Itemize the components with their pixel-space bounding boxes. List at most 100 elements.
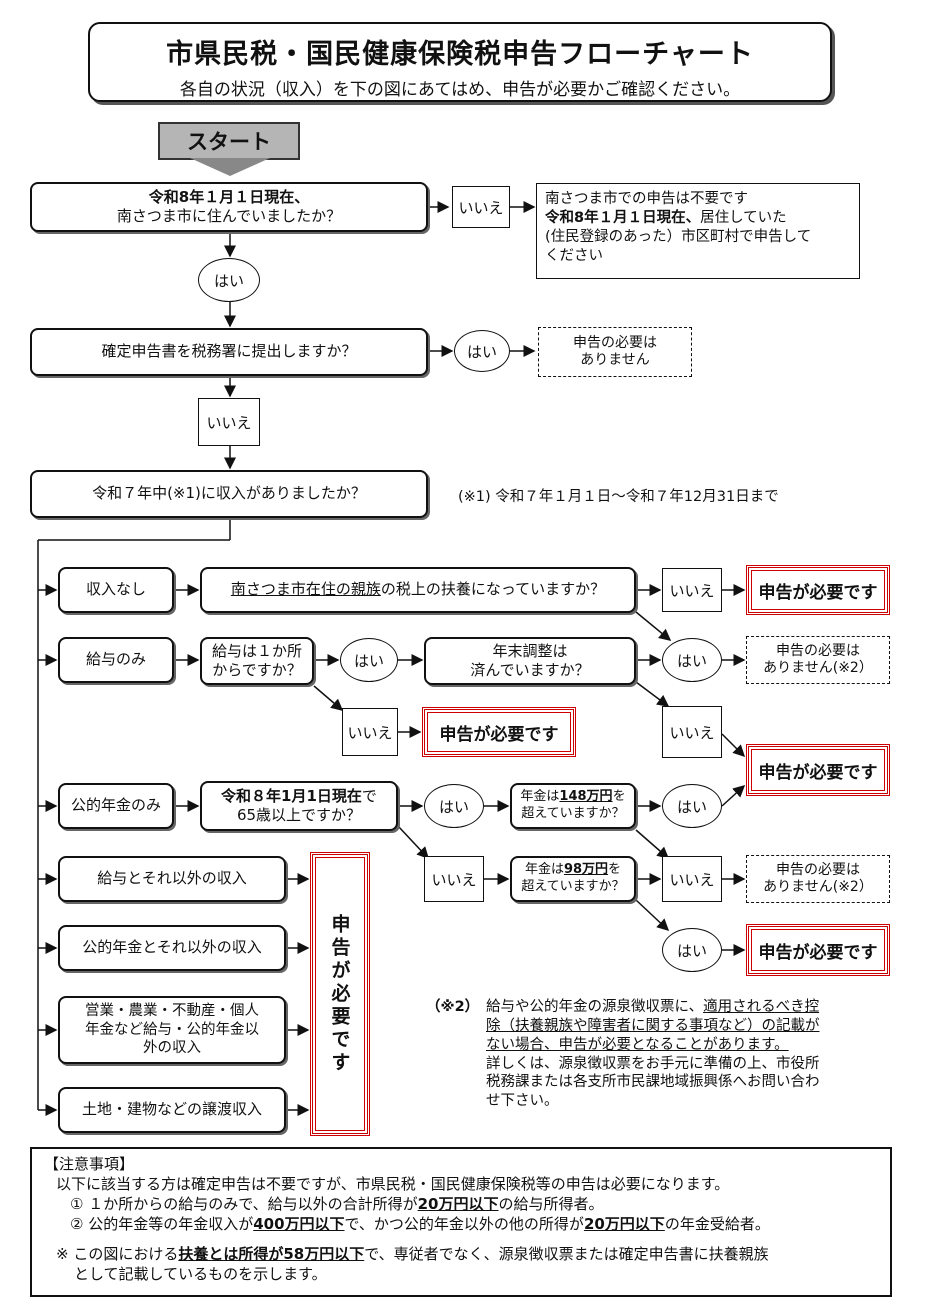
pension-148-yes-label: はい xyxy=(662,784,722,828)
caution-item-1: ① １か所からの給与のみで、給与以外の合計所得が20万円以下の給与所得者。 xyxy=(44,1195,878,1215)
caution-item-2: ② 公的年金等の年金収入が400万円以下で、かつ公的年金以外の他の所得が20万円… xyxy=(44,1215,878,1235)
note2-l1u: 適用されるべき控 xyxy=(703,999,820,1015)
q1-note-line3: (住民登録のあった）市区町村で申告して xyxy=(545,228,812,245)
caution-item1-u: 20万円以下 xyxy=(417,1194,499,1213)
pension-98-yes-label: はい xyxy=(662,928,722,972)
question-residence-line2: 南さつま市に住んでいましたか？ xyxy=(116,207,342,225)
caution-foot-u: 扶養とは所得が58万円以下 xyxy=(178,1244,365,1263)
caution-item2-pre: ② 公的年金等の年金収入が xyxy=(70,1214,254,1233)
year-end-line2: 済んでいますか？ xyxy=(470,661,590,679)
row-pension-only: 公的年金のみ xyxy=(58,783,174,829)
question-residence: 令和8年１月１日現在、 南さつま市に住んでいましたか？ xyxy=(30,182,428,232)
page-subtitle: 各自の状況（収入）を下の図にあてはめ、申告が必要かご確認ください。 xyxy=(179,80,741,100)
pension-no-label: いいえ xyxy=(662,856,722,902)
not-needed-2a-line2: ありません(※2） xyxy=(763,660,873,676)
must-file-vertical: 申告が必要です xyxy=(310,852,370,1136)
p98-amount: 98万円 xyxy=(563,862,609,878)
question-dependent-rest: の税上の扶養になっていますか？ xyxy=(380,580,606,599)
single-employer-line1: 給与は１か所 xyxy=(211,641,302,660)
age-65-line1-rest: で xyxy=(361,786,377,805)
must-file-vertical-text: 申告が必要です xyxy=(328,913,351,1075)
q1-note-line1: 南さつま市での申告は不要です xyxy=(545,191,748,207)
caution-item1-post: の給与所得者。 xyxy=(498,1194,604,1213)
question-dependent-underlined: 南さつま市在住の親族 xyxy=(230,580,381,599)
caution-item1-pre: ① １か所からの給与のみで、給与以外の合計所得が xyxy=(70,1194,418,1213)
note2-l6: せ下さい。 xyxy=(486,1093,559,1110)
not-needed-2a-line1: 申告の必要は xyxy=(776,642,860,659)
dependent-no-label: いいえ xyxy=(662,568,722,612)
note2-l3u: ない場合、申告が必要となることがあります。 xyxy=(486,1036,789,1053)
row-pension-and-other: 公的年金とそれ以外の収入 xyxy=(58,925,286,971)
note2-l4: 詳しくは、源泉徴収票をお手元に準備の上、市役所 xyxy=(486,1055,820,1072)
page-title: 市県民税・国民健康保険税申告フローチャート xyxy=(166,39,754,70)
p98-pre: 年金は xyxy=(524,862,564,878)
must-file-1: 申告が必要です xyxy=(746,565,890,615)
p98-post: を xyxy=(608,862,622,878)
row-salary-and-other: 給与とそれ以外の収入 xyxy=(58,856,286,902)
caution-header: 【注意事項】 xyxy=(44,1155,135,1173)
q1-no-label: いいえ xyxy=(452,186,510,228)
q1-note-line4: ください xyxy=(545,247,603,264)
must-file-4: 申告が必要です xyxy=(746,924,890,976)
row-no-income: 収入なし xyxy=(58,567,174,613)
single-employer-yes-label: はい xyxy=(340,638,398,682)
year-end-no-label: いいえ xyxy=(662,706,722,758)
question-pension-148: 年金は148万円を 超えていますか？ xyxy=(510,783,636,829)
caution-item2-mid: で、かつ公的年金以外の他の所得が xyxy=(344,1214,584,1233)
not-needed-2b: 申告の必要は ありません(※2） xyxy=(746,855,890,903)
row-land-transfer: 土地・建物などの譲渡収入 xyxy=(58,1087,286,1133)
q2-no-label: いいえ xyxy=(198,398,260,446)
question-tax-return: 確定申告書を税務署に提出しますか？ xyxy=(30,328,428,376)
question-income: 令和７年中(※1)に収入がありましたか？ xyxy=(30,470,428,518)
caution-box: 【注意事項】 以下に該当する方は確定申告は不要ですが、市県民税・国民健康保険税等… xyxy=(30,1147,892,1297)
age-65-line2: 65歳以上ですか？ xyxy=(236,806,362,824)
row-salary-only: 給与のみ xyxy=(58,637,174,683)
age-65-no-label: いいえ xyxy=(424,856,484,902)
q2-not-needed: 申告の必要は ありません xyxy=(538,327,692,377)
start-label: スタート xyxy=(158,122,300,160)
q2-not-needed-line2: ありません xyxy=(580,352,650,368)
note-1: (※1) 令和７年１月１日～令和７年12月31日まで xyxy=(458,489,779,505)
must-file-2: 申告が必要です xyxy=(422,707,576,757)
start-arrow xyxy=(190,158,270,176)
q1-no-result-note: 南さつま市での申告は不要です 令和8年１月１日現在、居住していた (住民登録のあ… xyxy=(536,183,860,279)
single-employer-line2: からですか？ xyxy=(212,661,302,679)
question-year-end-adjustment: 年末調整は 済んでいますか？ xyxy=(424,637,636,685)
caution-item2-u2: 20万円以下 xyxy=(583,1214,665,1233)
age-65-line1-bold: 令和８年1月1日現在 xyxy=(221,786,362,805)
q2-yes-label: はい xyxy=(454,330,510,372)
question-pension-98: 年金は98万円を 超えていますか？ xyxy=(510,856,636,902)
p148-amount: 148万円 xyxy=(559,789,613,805)
business-line1: 営業・農業・不動産・個人 xyxy=(85,1002,259,1019)
q1-note-line2-rest: 居住していた xyxy=(700,209,787,226)
age-65-yes-label: はい xyxy=(424,784,484,828)
question-dependent: 南さつま市在住の親族の税上の扶養になっていますか？ xyxy=(200,567,636,613)
title-box: 市県民税・国民健康保険税申告フローチャート 各自の状況（収入）を下の図にあてはめ… xyxy=(88,22,832,102)
caution-foot-pre: ※ この図における xyxy=(56,1244,179,1263)
question-residence-line1: 令和8年１月１日現在、 xyxy=(148,187,310,206)
dependent-or-adjusted-yes-label: はい xyxy=(662,638,722,682)
business-line2: 年金など給与・公的年金以 xyxy=(85,1021,259,1038)
note2-l1a: 給与や公的年金の源泉徴収票に、 xyxy=(486,999,704,1015)
note-2-mark: （※2） xyxy=(426,999,480,1015)
p148-post: を xyxy=(612,789,626,805)
p98-line2: 超えていますか？ xyxy=(521,879,625,894)
business-line3: 外の収入 xyxy=(143,1040,201,1057)
p148-line2: 超えていますか？ xyxy=(521,806,625,821)
not-needed-2b-line1: 申告の必要は xyxy=(776,861,860,878)
caution-foot-line2: として記載しているものを示します。 xyxy=(74,1264,327,1283)
caution-intro: 以下に該当する方は確定申告は不要ですが、市県民税・国民健康保険税等の申告は必要に… xyxy=(56,1174,730,1193)
q1-note-line2-bold: 令和8年１月１日現在、 xyxy=(545,209,701,226)
caution-footnote: ※ この図における扶養とは所得が58万円以下で、専従者でなく、源泉徴収票または確… xyxy=(44,1245,878,1265)
caution-foot-post: で、専従者でなく、源泉徴収票または確定申告書に扶養親族 xyxy=(364,1244,769,1263)
note2-l5: 税務課または各支所市民課地域振興係へお問い合わ xyxy=(486,1074,820,1091)
not-needed-2a: 申告の必要は ありません(※2） xyxy=(746,636,890,684)
not-needed-2b-line2: ありません(※2） xyxy=(763,879,873,895)
caution-item2-u1: 400万円以下 xyxy=(253,1214,345,1233)
p148-pre: 年金は xyxy=(520,789,560,805)
caution-item2-post: の年金受給者。 xyxy=(664,1214,770,1233)
q2-not-needed-line1: 申告の必要は xyxy=(573,334,657,351)
question-age-65: 令和８年1月1日現在で 65歳以上ですか？ xyxy=(200,781,398,831)
year-end-line1: 年末調整は xyxy=(492,641,568,660)
